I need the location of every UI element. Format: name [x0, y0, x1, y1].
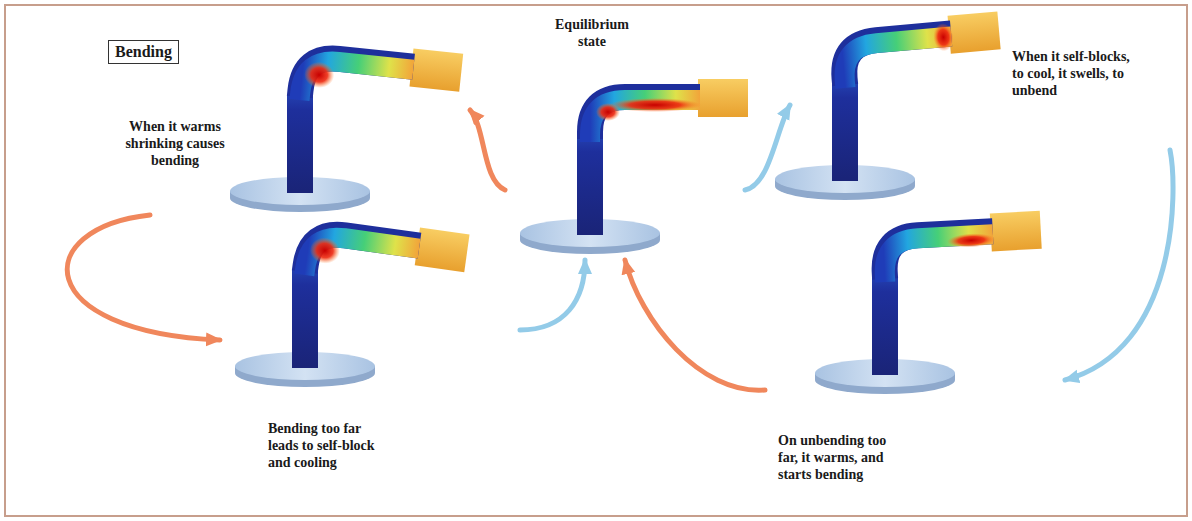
pipe-figure	[225, 190, 465, 390]
pipe-arm-group	[840, 11, 1003, 88]
caption-holder: When it self-blocks, to cool, it swells,…	[1012, 48, 1134, 99]
pipe-illustration	[220, 15, 460, 215]
pipe-figure	[765, 3, 1005, 203]
station-caption: When it warms shrinking causes bending	[110, 118, 240, 169]
pipe-figure	[510, 57, 750, 257]
station-caption: Bending too far leads to self-block and …	[268, 420, 390, 471]
station-caption: On unbending too far, it warms, and star…	[778, 432, 898, 483]
pipe-station: When it self-blocks, to cool, it swells,…	[790, 15, 1170, 200]
pipe-column	[292, 270, 318, 368]
end-block	[409, 49, 463, 92]
heat-map	[304, 233, 419, 290]
pipe-arm-group	[590, 79, 748, 142]
pipe-illustration	[225, 190, 465, 390]
pipe-illustration	[805, 197, 1045, 397]
pipe-figure	[220, 15, 460, 215]
caption-holder: Bending too far leads to self-block and …	[268, 420, 390, 471]
pipe-arm-group	[304, 213, 469, 297]
diagram-heading: Bending	[115, 42, 172, 62]
caption-holder: Equilibrium state	[547, 16, 637, 50]
title-box: Bending	[108, 40, 179, 64]
hot-spot	[609, 98, 701, 112]
hot-spot	[308, 236, 341, 266]
pipe-illustration	[765, 3, 1005, 203]
cycle-arrow	[625, 260, 765, 390]
cycle-arrow	[520, 260, 585, 330]
pipe-arm	[590, 97, 700, 139]
pipe-arm-group	[299, 37, 463, 116]
end-block	[415, 228, 470, 273]
pipe-column	[287, 95, 313, 193]
hot-spot	[947, 232, 996, 248]
caption-holder: On unbending too far, it warms, and star…	[778, 432, 898, 483]
pipe-station: Equilibrium state	[505, 10, 745, 260]
pipe-arm-group	[882, 211, 1043, 282]
pipe-illustration	[510, 57, 750, 257]
caption-holder: When it warms shrinking causes bending	[110, 118, 240, 169]
hot-spot	[596, 103, 620, 121]
hot-spot	[303, 60, 336, 89]
pipe-column	[577, 137, 603, 235]
hot-spot	[932, 22, 954, 52]
pipe-station: On unbending too far, it warms, and star…	[765, 205, 1065, 495]
pipe-station: Bending too far leads to self-block and …	[220, 225, 520, 485]
heat-map	[299, 58, 413, 111]
cycle-arrow	[470, 110, 505, 190]
station-caption: Equilibrium state	[547, 16, 637, 50]
pipe-figure	[805, 197, 1045, 397]
end-block	[990, 211, 1042, 252]
picture-frame	[4, 4, 1188, 517]
end-block	[698, 79, 748, 117]
pipe-column	[832, 83, 858, 181]
cycle-arrow	[1065, 150, 1173, 380]
end-block	[948, 11, 1001, 53]
station-caption: When it self-blocks, to cool, it swells,…	[1012, 48, 1134, 99]
cycle-arrow	[67, 215, 220, 340]
pipe-column	[872, 277, 898, 375]
